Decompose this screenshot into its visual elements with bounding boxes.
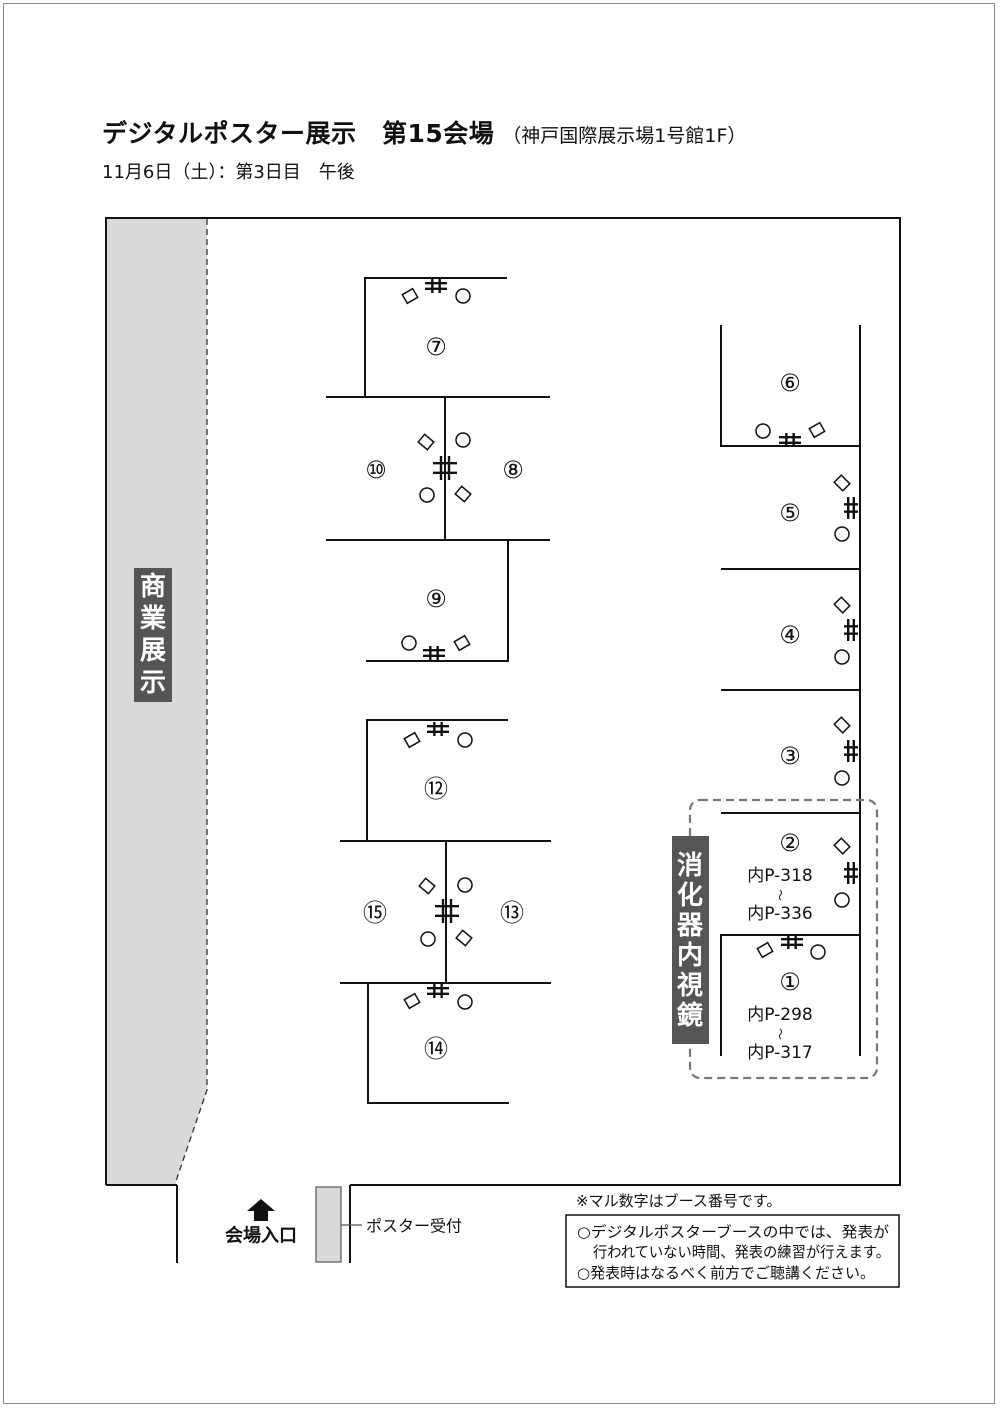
booth-number-9: ⑨ [425,585,447,613]
booth-number-6: ⑥ [779,369,801,397]
entrance-arrow-icon [247,1199,275,1221]
chair-icon [834,649,850,665]
desk-icon [781,935,803,949]
booth-number-8: ⑧ [502,456,524,484]
chair-icon [457,732,473,748]
pc-icon [808,421,826,439]
booth-2-range-from: 内P-318 [747,866,812,886]
pc-icon [417,433,435,451]
reception-desk [315,1186,342,1263]
date-line: 11月6日（土）：第3日目 午後 [102,162,355,183]
chair-icon [755,423,771,439]
desk-icon [435,899,459,923]
booth-2-range-to: 内P-336 [747,904,812,924]
booth-numbers: ⑦ ⑩ ⑧ ⑨ ⑫ ⑮ ⑬ ⑭ ⑥ ⑤ ④ ③ ② ① [363,333,801,1063]
page-border [3,3,995,1404]
reception-label: ポスター受付 [366,1217,462,1236]
note-line-2: 行われていない時間、発表の練習が行えます。 [593,1243,890,1261]
pc-icon [833,716,851,734]
booth-1-range-from: 内P-298 [747,1005,812,1025]
booth-furniture [401,279,858,1010]
commercial-exhibit-label: 商業展示 [140,571,166,698]
digestive-endoscopy-area: 消化器内視鏡 [672,798,879,1080]
pc-icon [401,287,419,305]
chair-icon [455,288,471,304]
booth-2-range-tilde: ～ [773,889,787,901]
desk-icon [423,646,445,660]
booth-number-12: ⑫ [424,775,448,803]
chair-icon [834,526,850,542]
pc-icon [453,634,471,652]
desk-icon [425,279,447,293]
chair-icon [455,432,471,448]
hall-outline [105,217,901,1263]
chair-icon [401,635,417,651]
notes-box [565,1214,900,1288]
pc-icon [403,731,421,749]
chair-icon [457,877,473,893]
booth-number-13: ⑬ [500,899,524,927]
chair-icon [810,944,826,960]
booth-number-2: ② [779,829,801,857]
booth-number-10: ⑩ [365,456,387,484]
pc-icon [756,941,774,959]
booth-number-4: ④ [779,621,801,649]
title-main: デジタルポスター展示 第15会場 [102,119,495,148]
booth-1-range-tilde: ～ [773,1028,787,1040]
pc-icon [403,992,421,1010]
booth-number-14: ⑭ [424,1035,448,1063]
desk-icon [844,497,858,519]
chair-icon [457,994,473,1010]
desk-icon [844,740,858,762]
booth-number-5: ⑤ [779,499,801,527]
page-title: デジタルポスター展示 第15会場 （神戸国際展示場1号館1F） [102,114,746,150]
booth-cluster-upper-left [326,277,550,662]
desk-icon [779,433,801,447]
booth-number-3: ③ [779,742,801,770]
pc-icon [455,929,473,947]
desk-icon [844,619,858,641]
commercial-exhibit-area: 商業展示 [107,219,208,1185]
booth-number-15: ⑮ [363,899,387,927]
booth-number-1: ① [779,968,801,996]
desk-icon [433,456,457,480]
booth-number-7: ⑦ [425,333,447,361]
booth-1-range-to: 内P-317 [747,1043,812,1063]
note-line-1: ○デジタルポスターブースの中では、発表が [577,1223,889,1241]
booth-column-right [720,325,861,1056]
entrance-label: 会場入口 [225,1225,297,1247]
entrance: 会場入口 [225,1199,297,1247]
pc-icon [418,877,436,895]
chair-icon [834,892,850,908]
chair-icon [834,770,850,786]
booth-number-note: ※マル数字はブース番号です。 [576,1192,781,1210]
note-line-3: ○発表時はなるべく前方でご聴講ください。 [577,1264,875,1282]
pc-icon [833,596,851,614]
notes-area: ※マル数字はブース番号です。 ○デジタルポスターブースの中では、発表が 行われて… [565,1192,900,1288]
pc-icon [454,485,472,503]
desk-icon [427,722,449,736]
chair-icon [419,487,435,503]
poster-ranges: 内P-318 ～ 内P-336 内P-298 ～ 内P-317 [747,866,812,1063]
digestive-endoscopy-label: 消化器内視鏡 [676,851,704,1031]
poster-reception: ポスター受付 [315,1186,462,1263]
desk-icon [844,862,858,884]
pc-icon [833,474,851,492]
desk-icon [427,984,449,998]
pc-icon [833,837,851,855]
booth-cluster-lower-left [340,719,551,1104]
chair-icon [420,931,436,947]
title-venue: （神戸国際展示場1号館1F） [502,125,747,147]
